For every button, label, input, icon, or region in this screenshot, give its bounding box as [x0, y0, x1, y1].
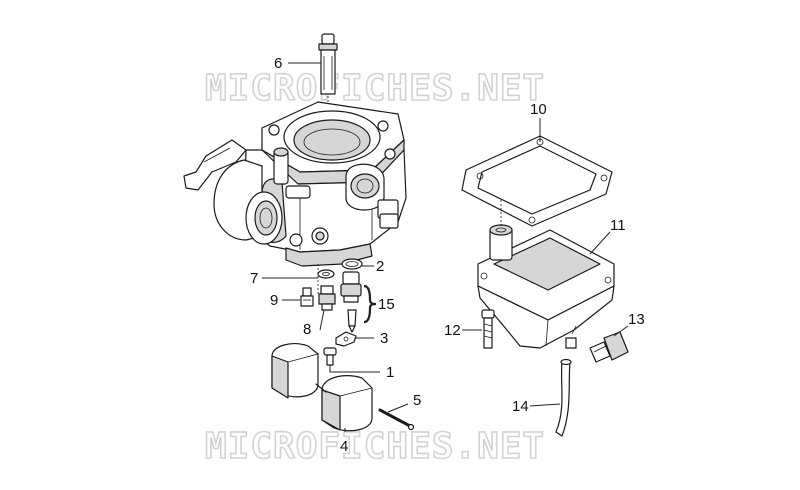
part-9-pilot-jet	[300, 287, 314, 307]
part-1-screw	[323, 347, 337, 366]
callout-10: 10	[530, 101, 547, 118]
callout-2: 2	[376, 258, 384, 275]
part-2-o-ring	[341, 258, 363, 270]
callout-8: 8	[303, 321, 311, 338]
part-3-float-clip	[335, 331, 357, 347]
callout-13: 13	[628, 311, 645, 328]
callout-7: 7	[250, 270, 258, 287]
callout-4: 4	[340, 438, 348, 455]
part-12-screw	[481, 309, 495, 349]
callout-11: 11	[610, 217, 626, 234]
callout-9: 9	[270, 292, 278, 309]
part-13-drain-screw	[589, 331, 629, 363]
part-10-gasket	[461, 135, 613, 227]
callout-1: 1	[386, 364, 394, 381]
callout-6: 6	[274, 55, 282, 72]
carburetor-body	[183, 101, 407, 296]
part-4-float	[271, 343, 373, 432]
callout-14: 14	[512, 398, 529, 415]
callout-12: 12	[444, 322, 461, 339]
part-7-washer	[317, 269, 335, 279]
part-15-needle-valve-assembly	[340, 271, 362, 333]
callout-5: 5	[413, 392, 421, 409]
part-11-float-bowl	[477, 200, 615, 349]
callout-leaders	[262, 62, 629, 432]
part-8-main-jet	[318, 285, 336, 311]
part-5-float-pin	[378, 408, 415, 431]
watermark-top: MICROFICHES.NET	[205, 68, 545, 109]
callout-3: 3	[380, 330, 388, 347]
watermark-bottom: MICROFICHES.NET	[205, 426, 545, 467]
callout-15: 15	[378, 296, 395, 313]
part-14-drain-hose	[555, 358, 572, 437]
